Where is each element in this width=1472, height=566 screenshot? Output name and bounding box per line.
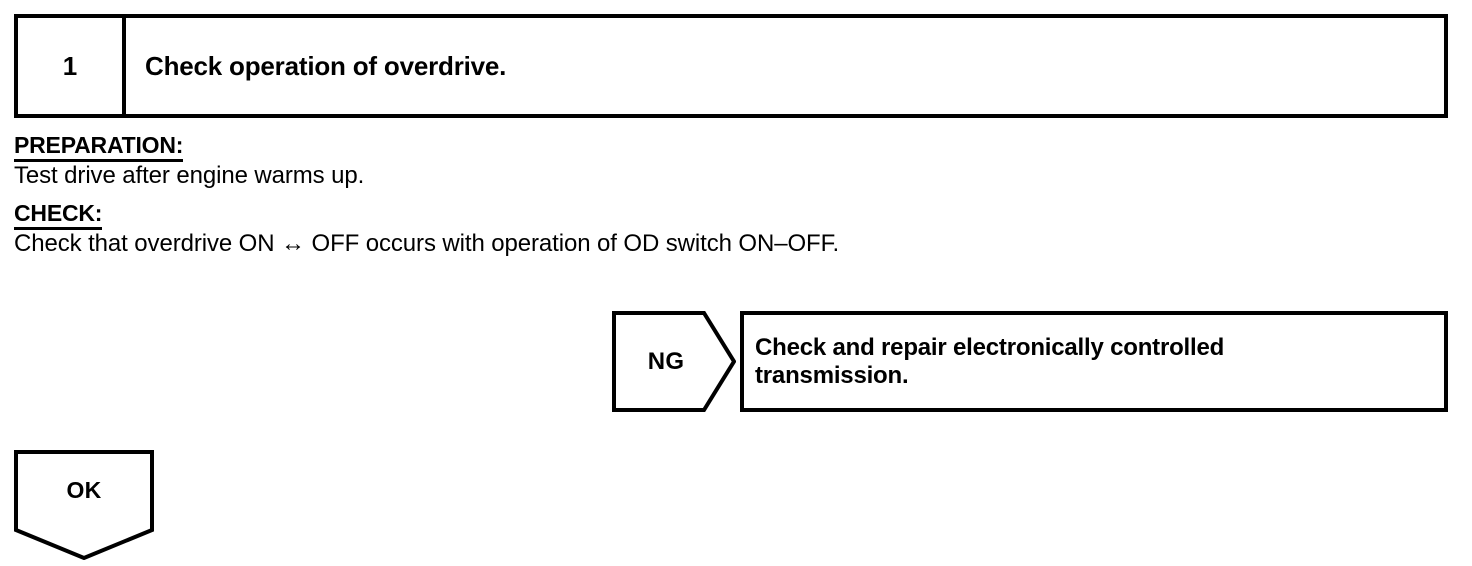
ng-action-line-2: transmission. [755, 361, 909, 389]
ng-branch-tag: NG [612, 311, 736, 412]
preparation-heading-row: PREPARATION: [14, 132, 1214, 162]
ok-tag-label: OK [66, 476, 102, 503]
check-heading: CHECK: [14, 200, 102, 230]
preparation-heading: PREPARATION: [14, 132, 183, 162]
step-title-cell: Check operation of overdrive. [130, 18, 1444, 114]
check-heading-row: CHECK: [14, 200, 1214, 230]
check-text: Check that overdrive ON ↔ OFF occurs wit… [14, 230, 840, 257]
ok-pentagon-shape [14, 450, 154, 560]
step-header-box: 1 Check operation of overdrive. [14, 14, 1448, 118]
step-details: PREPARATION: Test drive after engine war… [14, 132, 1214, 268]
ng-pentagon-shape [612, 311, 736, 412]
step-number: 1 [62, 51, 78, 81]
ng-action-line-1: Check and repair electronically controll… [755, 333, 1225, 361]
step-number-cell: 1 [18, 18, 126, 114]
ng-action-text-wrap: Check and repair electronically controll… [744, 334, 1224, 390]
ok-branch-tag: OK [14, 450, 154, 560]
preparation-text: Test drive after engine warms up. [14, 162, 365, 189]
step-title: Check operation of overdrive. [145, 50, 507, 81]
ng-action-box: Check and repair electronically controll… [740, 311, 1448, 412]
ng-tag-label: NG [647, 347, 685, 375]
